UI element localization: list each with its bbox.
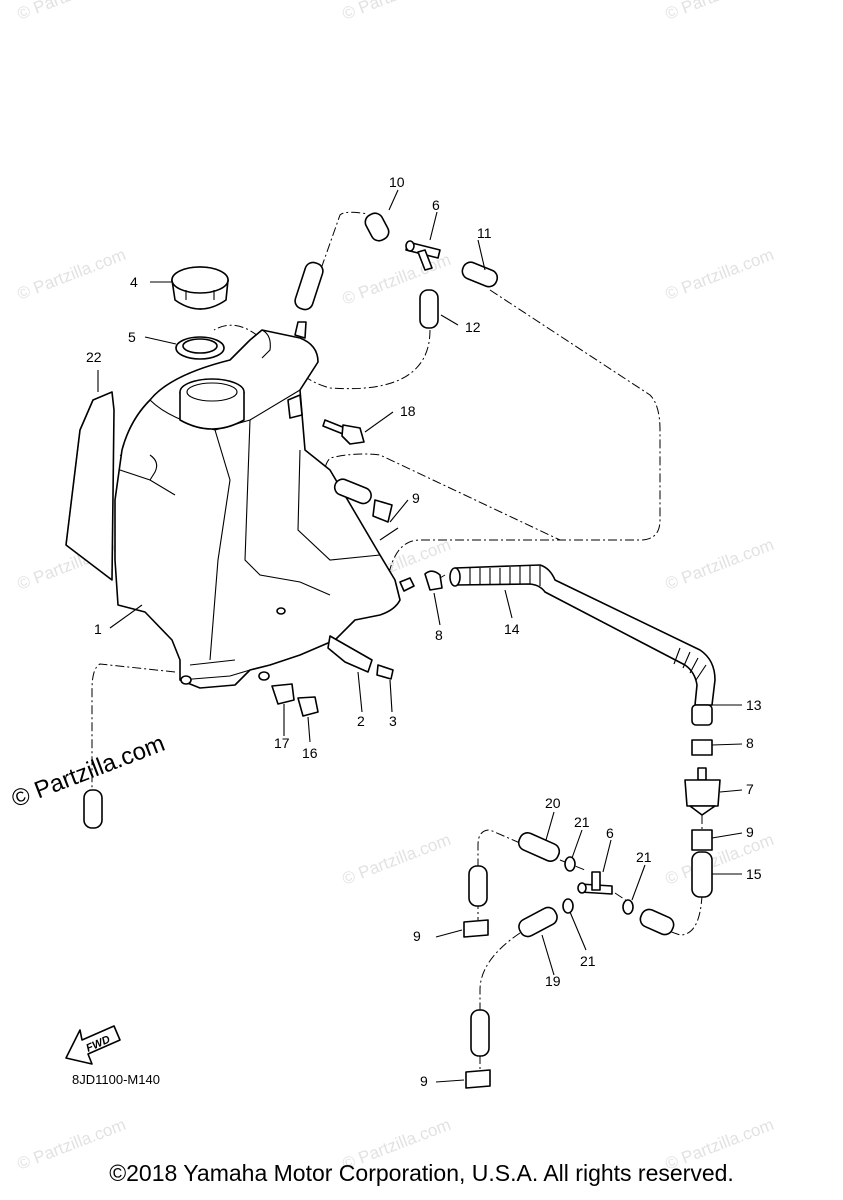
screw-3 bbox=[376, 664, 394, 680]
fuel-cap bbox=[171, 266, 229, 310]
callout-10: 10 bbox=[389, 174, 405, 190]
callout-9: 9 bbox=[746, 824, 754, 840]
callout-8: 8 bbox=[746, 735, 754, 751]
callout-4: 4 bbox=[130, 274, 138, 290]
clamp-9-upper bbox=[372, 499, 393, 523]
watermark: © Partzilla.com bbox=[663, 245, 777, 304]
callout-6: 6 bbox=[432, 197, 440, 213]
callout-9: 9 bbox=[413, 928, 421, 944]
bolt-18 bbox=[322, 419, 365, 445]
clamp-8-upper bbox=[424, 570, 443, 591]
collar-17 bbox=[271, 683, 295, 705]
tee-fitting-lower bbox=[577, 871, 613, 895]
callout-5: 5 bbox=[128, 329, 136, 345]
callout-20: 20 bbox=[545, 795, 561, 811]
forward-arrow-icon: FWD bbox=[65, 1025, 121, 1065]
callout-16: 16 bbox=[302, 745, 318, 761]
bracket-2 bbox=[327, 635, 373, 673]
hose-11 bbox=[461, 261, 499, 288]
tee-fitting-upper bbox=[405, 240, 441, 271]
callout-17: 17 bbox=[274, 735, 290, 751]
callout-19: 19 bbox=[545, 973, 561, 989]
hose-19 bbox=[518, 906, 558, 938]
clamp-9-filter bbox=[691, 829, 713, 851]
hose-upper-tank bbox=[333, 478, 372, 505]
part-callouts: 10 6 11 4 12 5 22 18 9 1 8 14 13 2 3 17 … bbox=[86, 174, 762, 1089]
watermark: © Partzilla.com bbox=[340, 830, 454, 889]
clip-21-b bbox=[562, 898, 574, 914]
watermark: © Partzilla.com bbox=[663, 535, 777, 594]
clip-21-a bbox=[564, 856, 576, 872]
watermark: © Partzilla.com bbox=[340, 0, 454, 24]
callout-11: 11 bbox=[477, 225, 492, 241]
leader-lines bbox=[97, 189, 743, 1083]
fuel-filter bbox=[684, 767, 721, 816]
watermark: © Partzilla.com bbox=[15, 0, 129, 24]
hose-10 bbox=[364, 212, 390, 242]
hose-lower-b bbox=[470, 1009, 490, 1057]
watermark: © Partzilla.com bbox=[15, 245, 129, 304]
callout-13: 13 bbox=[746, 697, 762, 713]
callout-7: 7 bbox=[746, 781, 754, 797]
callout-15: 15 bbox=[746, 866, 762, 882]
callout-1: 1 bbox=[94, 621, 102, 637]
nut-16 bbox=[297, 696, 319, 717]
copyright-notice: ©2018 Yamaha Motor Corporation, U.S.A. A… bbox=[109, 1160, 734, 1186]
callout-21: 21 bbox=[574, 814, 590, 830]
callout-6: 6 bbox=[606, 825, 614, 841]
callout-14: 14 bbox=[504, 621, 520, 637]
clamp-9-lower-b bbox=[465, 1069, 491, 1089]
callout-18: 18 bbox=[400, 403, 416, 419]
cap-gasket bbox=[175, 336, 225, 360]
callout-3: 3 bbox=[389, 713, 397, 729]
hose-15 bbox=[691, 851, 713, 898]
diagram-code: 8JD1100-M140 bbox=[72, 1072, 160, 1087]
callout-9: 9 bbox=[420, 1073, 428, 1089]
hose-lower-right bbox=[639, 908, 675, 936]
watermark: © Partzilla.com bbox=[663, 0, 777, 24]
hose-tank-drain bbox=[83, 789, 103, 829]
fuel-tank bbox=[114, 321, 415, 689]
hose-20 bbox=[517, 831, 561, 863]
clip-21-c bbox=[622, 899, 634, 915]
hose-12 bbox=[419, 289, 439, 329]
hose-13 bbox=[691, 704, 713, 726]
hose-lower-a bbox=[468, 865, 488, 907]
callout-2: 2 bbox=[357, 713, 365, 729]
clamp-9-lower-a bbox=[463, 919, 489, 938]
callout-8: 8 bbox=[435, 627, 443, 643]
breather-hose bbox=[294, 261, 324, 311]
callout-9: 9 bbox=[412, 490, 420, 506]
callout-12: 12 bbox=[465, 319, 481, 335]
callout-21: 21 bbox=[636, 849, 652, 865]
clamp-8-lower bbox=[691, 739, 713, 756]
callout-22: 22 bbox=[86, 349, 102, 365]
callout-21: 21 bbox=[580, 953, 596, 969]
